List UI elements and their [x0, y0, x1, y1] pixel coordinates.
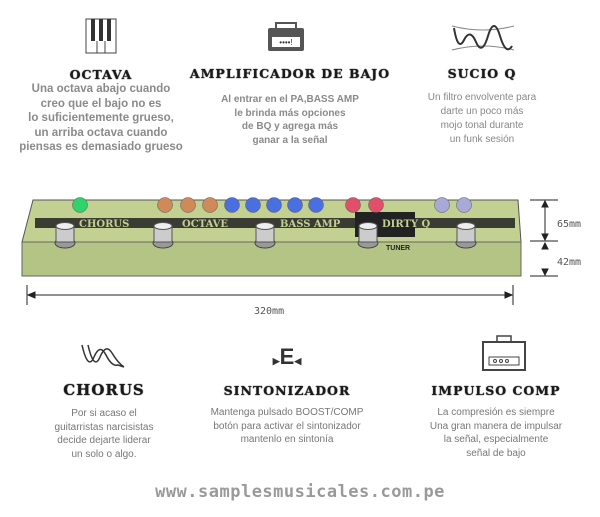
svg-text:••••!: ••••! — [279, 38, 292, 47]
knob-red[interactable] — [368, 197, 384, 213]
feature-title: CHORUS — [63, 381, 145, 399]
desc-line: darte un poco más — [440, 106, 524, 117]
footswitch[interactable] — [54, 222, 76, 249]
desc-line: creo que el bajo no es — [40, 97, 162, 110]
height-front-label: 42mm — [557, 257, 582, 268]
knob-blue[interactable] — [224, 197, 240, 213]
height-top-label: 65mm — [557, 219, 582, 230]
feature-title: SUCIO Q — [447, 66, 517, 81]
desc-line: mantenlo en sintonía — [240, 434, 334, 445]
desc-line: señal de bajo — [466, 447, 526, 459]
desc-line: le brinda más opciones — [234, 107, 346, 119]
tuner-e-icon: ▶E◀ — [272, 344, 302, 369]
desc-line: mojo tonal durante — [440, 120, 524, 131]
knob-orange[interactable] — [202, 197, 218, 213]
chorus-label: CHORUS — [79, 219, 129, 230]
bass-amp-label: BASS AMP — [280, 219, 341, 230]
feature-sintonizador: SINTONIZADOR Mantenga pulsado BOOST/COMP… — [211, 383, 364, 447]
desc-line: botón para activar el sintonizador — [213, 420, 361, 432]
desc-line: Una gran manera de impulsar — [429, 420, 563, 432]
knob-blue[interactable] — [266, 197, 282, 213]
desc-line: Por si acaso el — [71, 408, 137, 419]
desc-line: lo suficientemente grueso, — [28, 112, 174, 124]
bass-label: BASS — [115, 207, 140, 217]
desc-line: la señal, especialmente — [443, 434, 549, 445]
amp-head-icon — [482, 335, 526, 371]
feature-title: IMPULSO COMP — [431, 383, 561, 398]
knob-orange[interactable] — [157, 197, 173, 213]
desc-line: La compresión es siempre — [437, 407, 555, 418]
desc-line: un arriba octava cuando — [34, 126, 168, 139]
footswitch[interactable] — [152, 222, 174, 249]
desc-line: Mantenga pulsado BOOST/COMP — [210, 407, 364, 418]
feature-chorus: CHORUS Por si acaso el guitarristas narci… — [55, 381, 154, 461]
chorus-wave-icon — [81, 344, 125, 368]
octave-label: OCTAVE — [182, 219, 228, 230]
knob-red[interactable] — [345, 197, 361, 213]
feature-octava: OCTAVA Una octava abajo cuando creo que e… — [19, 67, 183, 155]
width-label: 320mm — [254, 306, 285, 317]
desc-line: Al entrar en el PA,BASS AMP — [221, 94, 359, 105]
footswitch[interactable] — [455, 222, 477, 249]
feature-title: AMPLIFICADOR DE BAJO — [189, 66, 391, 81]
desc-line: Un filtro envolvente para — [427, 92, 537, 103]
knob-blue[interactable] — [308, 197, 324, 213]
desc-line: decide dejarte liderar — [57, 435, 151, 446]
knob-green[interactable] — [72, 197, 88, 213]
dirty-q-label: DIRTY Q — [382, 219, 431, 230]
watermark-url: www.samplesmusicales.com.pe — [155, 482, 445, 502]
feature-amplificador: AMPLIFICADOR DE BAJO Al entrar en el PA,… — [190, 66, 390, 147]
desc-line: un solo o algo. — [71, 448, 137, 460]
envelope-filter-wave-icon — [451, 25, 515, 51]
feature-description: Mantenga pulsado BOOST/COMP botón para ac… — [211, 406, 364, 447]
desc-line: guitarristas narcisistas — [54, 421, 154, 433]
knob-lavender[interactable] — [434, 197, 450, 213]
desc-line: Una octava abajo cuando — [31, 83, 171, 95]
piano-keys-icon — [85, 18, 117, 54]
tuner-label: TUNER — [386, 245, 410, 252]
desc-line: un funk sesión — [449, 134, 515, 145]
pedal-board-image: CHORUS BASS OCTAVE BASS AMP DIRTY Q TUNE… — [21, 197, 558, 305]
feature-title: SINTONIZADOR — [223, 383, 351, 398]
knob-blue[interactable] — [245, 197, 261, 213]
feature-description: Una octava abajo cuando creo que el bajo … — [19, 82, 183, 155]
footswitch[interactable] — [357, 222, 379, 249]
feature-description: Un filtro envolvente para darte un poco m… — [428, 91, 536, 147]
tuner-e-text: E — [279, 344, 295, 369]
feature-description: Por si acaso el guitarristas narcisistas d… — [55, 407, 154, 461]
knob-blue[interactable] — [287, 197, 303, 213]
feature-description: Al entrar en el PA,BASS AMP le brinda más… — [190, 93, 390, 147]
knob-orange[interactable] — [180, 197, 196, 213]
amplifier-icon: ••••! — [268, 22, 304, 51]
desc-line: de BQ y agrega más — [241, 121, 339, 132]
desc-line: piensas es demasiado grueso — [19, 141, 183, 153]
feature-sucio-q: SUCIO Q Un filtro envolvente para darte u… — [428, 66, 536, 147]
footswitch[interactable] — [254, 222, 276, 249]
feature-title: OCTAVA — [69, 67, 133, 82]
knob-lavender[interactable] — [456, 197, 472, 213]
desc-line: ganar a la señal — [252, 134, 328, 146]
